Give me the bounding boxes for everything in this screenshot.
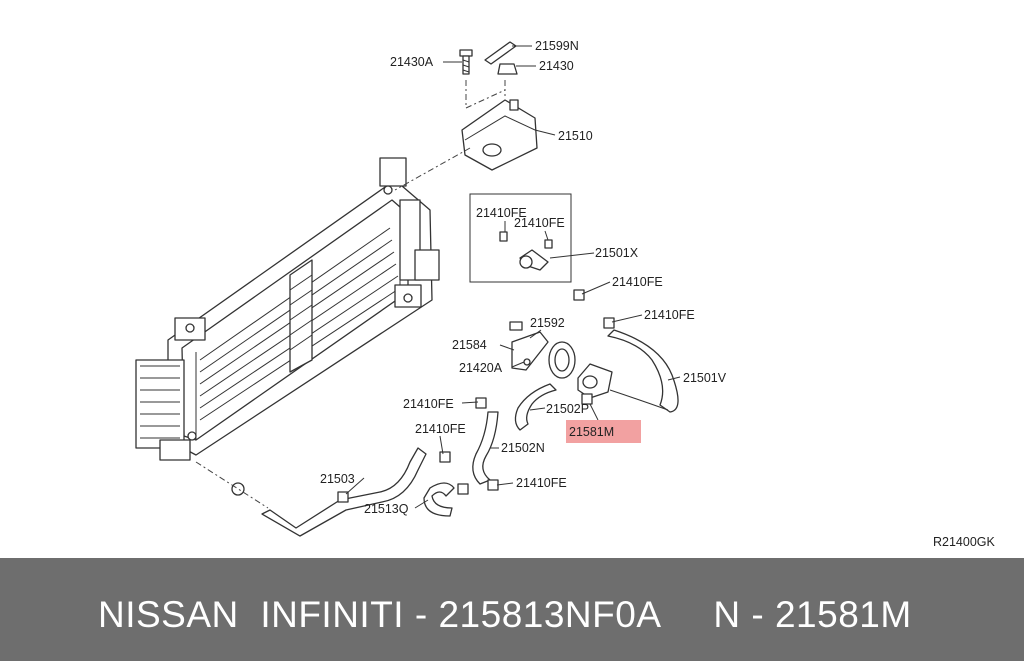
label-21502p[interactable]: 21502P [546,402,589,416]
inset-box [469,193,572,283]
label-21592[interactable]: 21592 [530,316,565,330]
label-21581m[interactable]: 21581M [569,425,614,439]
footer-bar: NISSAN INFINITI - 215813NF0A N - 21581M [0,558,1024,661]
label-21584[interactable]: 21584 [452,338,487,352]
label-21599n[interactable]: 21599N [535,39,579,53]
label-21513q[interactable]: 21513Q [364,502,409,516]
label-21510[interactable]: 21510 [558,129,593,143]
label-21410fe-c[interactable]: 21410FE [403,397,454,411]
part-labels: 21599N 21430A 21430 21510 21410FE 21410F… [320,39,996,549]
label-21501x[interactable]: 21501X [595,246,639,260]
leader-lines [345,45,681,509]
reservoir-drawing [394,41,538,191]
label-21410fe-box-1[interactable]: 21410FE [476,206,527,220]
label-21410fe-e[interactable]: 21410FE [516,476,567,490]
label-21430[interactable]: 21430 [539,59,574,73]
label-21503[interactable]: 21503 [320,472,355,486]
hoses-drawing [195,289,679,537]
label-21410fe-box-2[interactable]: 21410FE [514,216,565,230]
label-21410fe-d[interactable]: 21410FE [415,422,466,436]
part-number-caption: NISSAN INFINITI - 215813NF0A N - 21581M [98,594,912,635]
parts-diagram: 21599N 21430A 21430 21510 21410FE 21410F… [135,39,996,549]
radiator-drawing [135,157,440,461]
highlight-21581m [566,420,641,443]
diagram-code: R21400GK [933,535,996,549]
label-21410fe-b[interactable]: 21410FE [644,308,695,322]
label-21410fe-a[interactable]: 21410FE [612,275,663,289]
label-21430a[interactable]: 21430A [390,55,434,69]
label-21501v[interactable]: 21501V [683,371,727,385]
label-21420a[interactable]: 21420A [459,361,503,375]
label-21502n[interactable]: 21502N [501,441,545,455]
